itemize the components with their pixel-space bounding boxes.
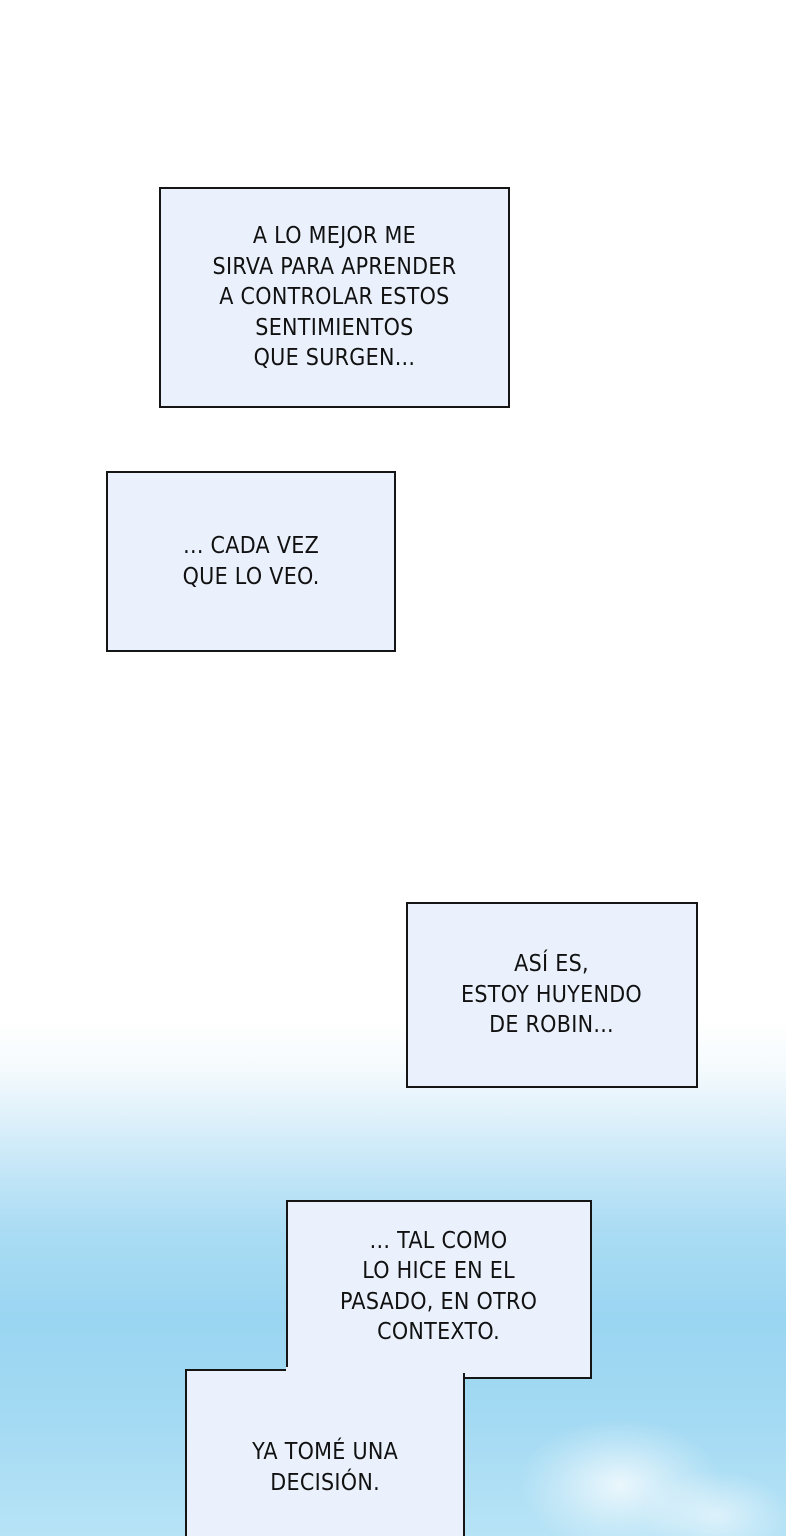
narration-box: ... TAL COMO LO HICE EN EL PASADO, EN OT… — [286, 1200, 592, 1379]
narration-box: YA TOMÉ UNA DECISIÓN. — [185, 1367, 465, 1536]
sky-sparkle — [640, 1470, 786, 1536]
narration-text: ASÍ ES, ESTOY HUYENDO DE ROBIN... — [461, 951, 643, 1039]
narration-text: ... TAL COMO LO HICE EN EL PASADO, EN OT… — [340, 1227, 538, 1346]
sky-sparkle — [520, 1420, 720, 1536]
narration-box: ASÍ ES, ESTOY HUYENDO DE ROBIN... — [406, 902, 698, 1088]
narration-box: ... CADA VEZ QUE LO VEO. — [106, 471, 396, 652]
narration-text: A LO MEJOR ME SIRVA PARA APRENDER A CONT… — [212, 223, 457, 372]
narration-box: A LO MEJOR ME SIRVA PARA APRENDER A CONT… — [159, 187, 510, 408]
narration-text: ... CADA VEZ QUE LO VEO. — [182, 533, 320, 590]
narration-text: YA TOMÉ UNA DECISIÓN. — [251, 1439, 398, 1496]
